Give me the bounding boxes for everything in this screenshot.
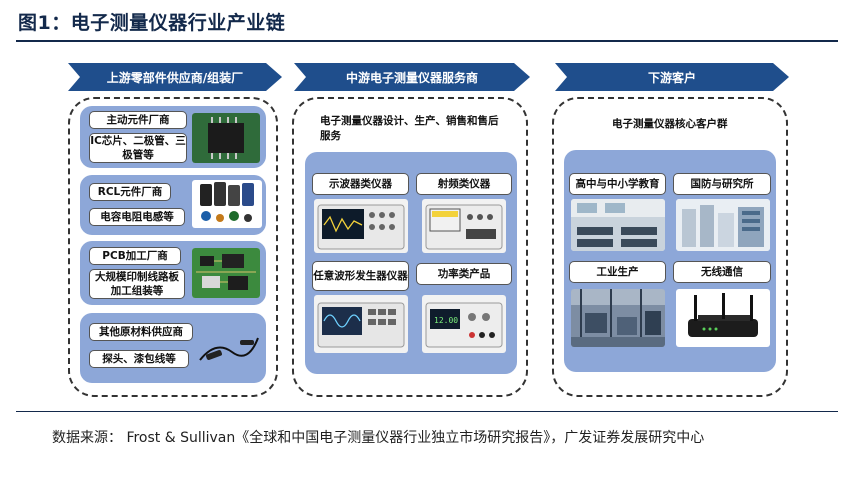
ic-chip-label: IC芯片、二极管、三极管等 (89, 133, 187, 163)
active-components-label: 主动元件厂商 (89, 111, 187, 129)
downstream-frame (552, 97, 788, 397)
top-rule (16, 40, 838, 42)
classroom-image (571, 199, 665, 251)
pcb-label: PCB加工厂商 (89, 247, 181, 265)
pcb-assembly-label: 大规模印制线路板加工组装等 (89, 269, 185, 299)
rf-instrument-image (422, 199, 506, 253)
power-product-label: 功率类产品 (416, 263, 512, 285)
router-image (676, 289, 770, 347)
wireless-communication-label: 无线通信 (673, 261, 771, 283)
midstream-frame (292, 97, 528, 397)
oscilloscope-image (314, 199, 408, 253)
lab-image (676, 199, 770, 251)
rf-instrument-label: 射频类仪器 (416, 173, 512, 195)
factory-image (571, 289, 665, 347)
other-materials-label: 其他原材料供应商 (89, 323, 193, 341)
rcl-components-label: RCL元件厂商 (89, 183, 171, 201)
oscilloscope-label: 示波器类仪器 (312, 173, 409, 195)
upstream-frame (68, 97, 278, 397)
waveform-generator-image (314, 295, 408, 353)
probe-image (196, 330, 262, 370)
industrial-production-label: 工业生产 (569, 261, 666, 283)
chip-image (192, 113, 260, 163)
downstream-intro: 电子测量仪器核心客户群 (612, 118, 728, 130)
capacitor-image (192, 180, 262, 228)
waveform-generator-label: 任意波形发生器仪器 (312, 261, 409, 291)
source-note: 数据来源： Frost & Sullivan《全球和中国电子测量仪器行业独立市场… (52, 430, 705, 446)
capacitor-label: 电容电阻电感等 (89, 208, 185, 226)
midstream-banner: 中游电子测量仪器服务商 (294, 63, 530, 91)
power-supply-image: 12.00 (422, 295, 506, 353)
downstream-banner: 下游客户 (555, 63, 789, 91)
svg-text:12.00: 12.00 (434, 316, 458, 325)
midstream-intro: 电子测量仪器设计、生产、销售和售后服务 (320, 115, 499, 142)
defense-research-label: 国防与研究所 (673, 173, 771, 195)
probe-label: 探头、漆包线等 (89, 350, 189, 368)
page-title: 图1：电子测量仪器行业产业链 (18, 12, 286, 34)
upstream-banner: 上游零部件供应商/组装厂 (68, 63, 282, 91)
pcb-image (192, 248, 260, 298)
education-label: 高中与中小学教育 (569, 173, 666, 195)
bottom-rule (16, 411, 838, 412)
